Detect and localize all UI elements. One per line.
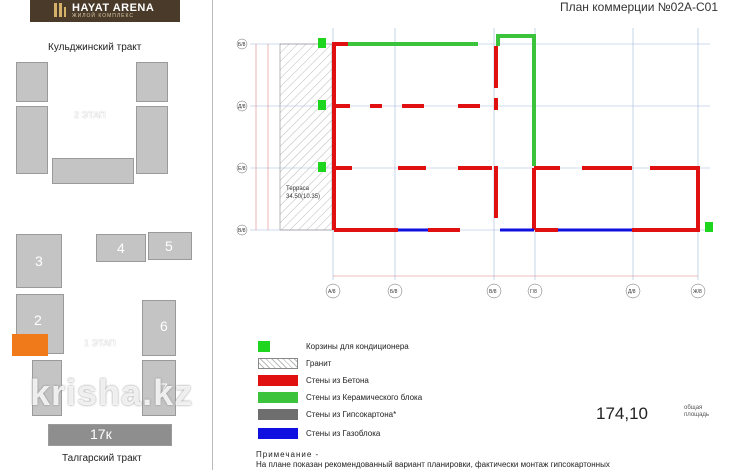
building-block — [52, 158, 134, 184]
svg-text:А/8: А/8 — [328, 289, 336, 295]
stage-2-label: 2 ЭТАП — [74, 110, 106, 120]
area-unit-line: площадь — [684, 412, 710, 418]
road-top-label: Кульджинский тракт — [48, 42, 142, 53]
svg-text:Г/8: Г/8 — [530, 289, 537, 295]
ceramic-walls — [338, 34, 536, 166]
legend-swatch-ac-basket — [258, 340, 270, 352]
terrace-area: 34.50(10.35) — [286, 194, 320, 200]
svg-text:Д/8: Д/8 — [628, 289, 636, 295]
block-number-7: 7 — [160, 380, 168, 396]
legend-swatch-gas-block — [258, 427, 298, 439]
legend-label: Корзины для кондиционера — [306, 341, 409, 351]
legend-swatch-drywall — [258, 408, 298, 420]
concrete-walls — [332, 42, 700, 232]
building-block-17k — [48, 424, 172, 446]
svg-text:В/8: В/8 — [238, 228, 246, 234]
building-block — [16, 106, 48, 174]
legend-label: Стены из Газоблока — [306, 428, 381, 438]
note-heading: Примечание - — [256, 450, 320, 459]
block-number-17k: 17к — [90, 426, 112, 442]
brand-logo-icon — [54, 3, 66, 17]
area-unit-line: общая — [684, 405, 703, 411]
legend-label: Стены из Керамического блока — [306, 392, 423, 402]
road-bottom-label: Талгарский тракт — [62, 453, 142, 464]
legend-item: Корзины для кондиционера — [258, 340, 409, 352]
svg-text:В/8: В/8 — [489, 289, 497, 295]
block-number-2: 2 — [34, 312, 42, 328]
svg-text:Ж/8: Ж/8 — [693, 289, 702, 295]
block-number-4: 4 — [117, 240, 125, 256]
legend: Корзины для кондиционера Гранит Стены из… — [258, 340, 458, 440]
svg-text:Б/8: Б/8 — [238, 42, 246, 48]
legend-item: Гранит — [258, 357, 331, 369]
building-block-5 — [148, 232, 192, 260]
legend-label: Стены из Гипсокартона* — [306, 409, 397, 419]
terrace-label: Терраса — [286, 186, 310, 192]
legend-item: Стены из Бетона — [258, 374, 369, 386]
block-number-5: 5 — [165, 238, 173, 254]
brand-name: HAYAT ARENA — [72, 2, 155, 14]
stage-1-label: 1 ЭТАП — [84, 338, 116, 348]
dimension-lines — [255, 44, 269, 230]
ac-baskets — [318, 38, 713, 232]
legend-swatch-concrete — [258, 374, 298, 386]
block-number-6: 6 — [160, 318, 168, 334]
axis-labels-left: Б/8 Д/8 Е/8 В/8 — [236, 38, 248, 236]
building-block-3 — [16, 234, 62, 288]
total-area-value: 174,10 — [596, 404, 648, 423]
floor-plan-drawing: Терраса 34.50(10.35) — [236, 28, 713, 299]
block-number-3: 3 — [35, 253, 43, 269]
building-block — [136, 62, 168, 102]
terrace-granite — [279, 43, 333, 231]
legend-swatch-granite — [258, 357, 298, 369]
legend-swatch-ceramic — [258, 391, 298, 403]
site-plan-panel: HAYAT ARENA ЖИЛОЙ КОМПЛЕКС Кульджинский … — [0, 0, 213, 470]
legend-item: Стены из Газоблока — [258, 427, 380, 439]
plan-title: План коммерции №02А-С01 — [560, 0, 719, 14]
note-text: На плане показан рекомендованный вариант… — [256, 460, 610, 469]
building-block — [136, 106, 168, 174]
legend-label: Стены из Бетона — [306, 375, 369, 385]
svg-text:Д/8: Д/8 — [238, 104, 246, 110]
legend-item: Стены из Гипсокартона* — [258, 408, 396, 420]
building-block-7 — [142, 360, 176, 416]
svg-text:Б/8: Б/8 — [390, 289, 398, 295]
highlighted-unit-marker — [12, 334, 48, 356]
legend-label: Гранит — [306, 358, 332, 368]
brand-subtitle: ЖИЛОЙ КОМПЛЕКС — [72, 13, 134, 19]
total-area-unit: общая площадь — [684, 405, 714, 419]
axis-labels-bottom: А/8 Б/8 В/8 Г/8 Д/8 Ж/8 — [325, 283, 706, 299]
brand-logo — [30, 0, 180, 22]
building-block — [32, 360, 62, 416]
building-block — [16, 62, 48, 102]
building-block-4 — [96, 234, 146, 262]
svg-text:Е/8: Е/8 — [238, 166, 246, 172]
building-block-6 — [142, 300, 176, 356]
watermark: krisha.kz — [30, 372, 194, 413]
legend-item: Стены из Керамического блока — [258, 391, 422, 403]
